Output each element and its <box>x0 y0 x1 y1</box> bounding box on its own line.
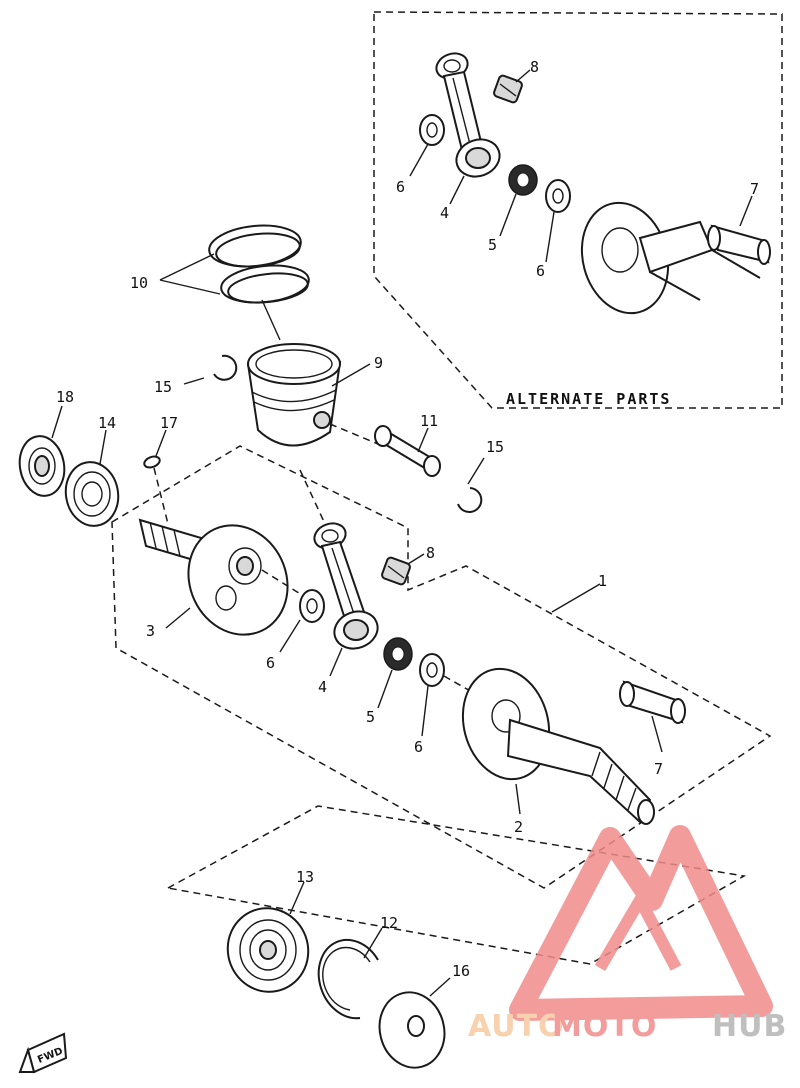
alt-connecting-rod <box>435 52 501 178</box>
callout-14: 14 <box>98 414 116 432</box>
callout-4-alt: 4 <box>440 204 449 222</box>
callout-11: 11 <box>420 412 438 430</box>
callout-6-alt-left: 6 <box>396 178 405 196</box>
alternate-parts-label: ALTERNATE PARTS <box>506 390 671 408</box>
callout-2: 2 <box>514 818 523 836</box>
main-bearing-left: 14 <box>64 414 120 527</box>
crankshaft-assembly-dashed-box <box>111 445 772 889</box>
crank-half-left: 3 <box>138 518 289 640</box>
callout-13: 13 <box>296 868 314 886</box>
lower-parts-dashed-box <box>165 805 747 965</box>
circlip: 12 <box>317 914 398 1020</box>
callout-8: 8 <box>426 544 435 562</box>
alt-small-end-bearing <box>493 74 523 104</box>
woodruff-key: 17 <box>143 414 178 525</box>
spacer-washer: 16 <box>378 962 470 1069</box>
alternate-parts-dashed-box <box>373 11 783 409</box>
alt-big-end-bearing <box>508 164 538 196</box>
watermark-text-hub: HUB <box>712 1009 787 1044</box>
callout-8-alt: 8 <box>530 58 539 76</box>
watermark-text-moto: MOTO <box>552 1009 657 1044</box>
callout-6-right: 6 <box>414 738 423 756</box>
callout-5: 5 <box>366 708 375 726</box>
crank-half-right: 2 <box>443 667 655 836</box>
callout-4: 4 <box>318 678 327 696</box>
piston-pin-clip-left: 15 <box>154 354 238 396</box>
callout-7-alt: 7 <box>750 180 759 198</box>
small-end-bearing: 8 <box>381 544 435 586</box>
callout-15-right: 15 <box>486 438 504 456</box>
alt-crank-pin <box>707 224 771 265</box>
callout-6-left: 6 <box>266 654 275 672</box>
automotohub-watermark: AUTO MOTO HUB <box>468 825 787 1044</box>
callout-3: 3 <box>146 622 155 640</box>
piston-pin-clip-right: 15 <box>457 438 504 513</box>
big-end-bearing: 5 <box>366 637 413 726</box>
thrust-washer-right: 6 <box>414 653 445 756</box>
alt-thrust-washer-left <box>419 114 445 146</box>
callout-12: 12 <box>380 914 398 932</box>
alt-thrust-washer-right <box>545 179 571 213</box>
callout-7: 7 <box>654 760 663 778</box>
callout-17: 17 <box>160 414 178 432</box>
callout-9: 9 <box>374 354 383 372</box>
callout-6-alt-right: 6 <box>536 262 545 280</box>
piston-pin: 11 <box>329 412 441 477</box>
main-bearing-right: 13 <box>226 868 314 993</box>
alt-crank-web <box>580 201 761 315</box>
thrust-washer-left: 6 <box>261 569 325 672</box>
callout-16: 16 <box>452 962 470 980</box>
alternate-parts-group: ALTERNATE PARTS <box>373 11 783 409</box>
piston-rings: 10 <box>130 224 310 304</box>
callout-10: 10 <box>130 274 148 292</box>
connecting-rod: 4 <box>299 469 379 696</box>
oil-seal: 18 <box>18 388 74 497</box>
callout-15-left: 15 <box>154 378 172 396</box>
forward-direction-arrow: FWD <box>18 1032 68 1074</box>
callout-1: 1 <box>598 572 607 590</box>
piston: 9 <box>246 299 383 447</box>
callout-18: 18 <box>56 388 74 406</box>
callout-5-alt: 5 <box>488 236 497 254</box>
watermark-text-auto: AUTO <box>468 1009 565 1044</box>
watermark-triangle-icon <box>509 825 773 1021</box>
crank-pin: 7 <box>619 680 686 778</box>
